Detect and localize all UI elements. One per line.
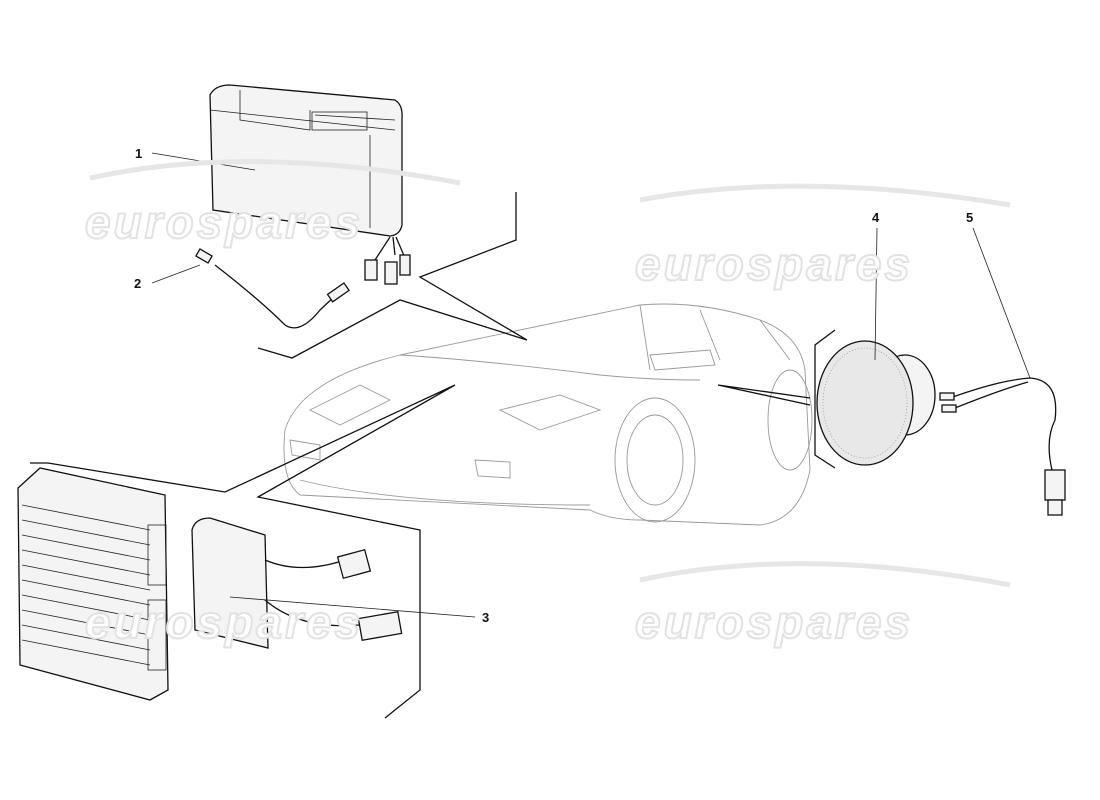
watermark-top-right: eurospares xyxy=(634,183,1011,291)
battery-part[interactable] xyxy=(209,84,411,285)
control-unit-part[interactable] xyxy=(191,517,403,649)
svg-text:eurospares: eurospares xyxy=(85,596,363,648)
watermark-top-left: eurospares xyxy=(84,159,461,249)
ecu-part[interactable] xyxy=(17,467,169,701)
svg-text:5: 5 xyxy=(966,210,973,225)
speaker-wiring-part[interactable] xyxy=(939,377,1066,516)
callout-2: 2 xyxy=(134,264,201,291)
callout-4: 4 xyxy=(872,210,880,361)
watermark-bottom-right: eurospares xyxy=(634,561,1011,649)
svg-text:eurospares: eurospares xyxy=(635,596,913,648)
svg-text:eurospares: eurospares xyxy=(635,238,913,290)
svg-text:2: 2 xyxy=(134,276,141,291)
callout-5: 5 xyxy=(966,210,1031,379)
callout-3: 3 xyxy=(229,596,489,625)
sensor-lead-part[interactable] xyxy=(195,248,350,329)
car-outline xyxy=(283,303,813,526)
watermark-bottom-left: eurospares xyxy=(84,595,363,649)
speaker-part[interactable] xyxy=(816,340,936,466)
svg-text:1: 1 xyxy=(135,146,142,161)
svg-text:eurospares: eurospares xyxy=(85,196,363,248)
svg-text:4: 4 xyxy=(872,210,880,225)
svg-text:3: 3 xyxy=(482,610,489,625)
leader-lines xyxy=(30,192,836,719)
